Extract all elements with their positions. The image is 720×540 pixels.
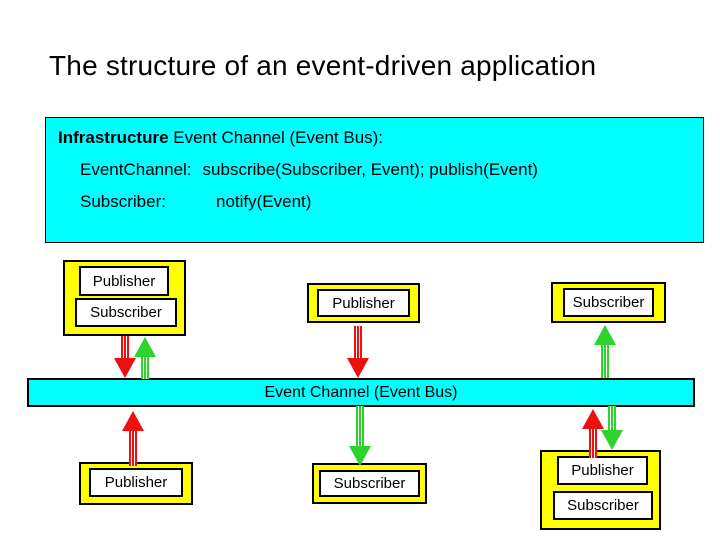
notify-arrow-down-icon <box>349 406 371 466</box>
publish-arrow-up-icon <box>582 409 604 458</box>
arrow-shaft <box>354 326 362 358</box>
node-bottom-right-publisher-label: Publisher <box>557 456 648 485</box>
notify-arrow-up-icon <box>134 337 156 379</box>
arrow-head <box>114 358 136 378</box>
infrastructure-heading-rest: Event Channel (Event Bus): <box>168 128 384 147</box>
publish-arrow-up-icon <box>122 411 144 466</box>
arrow-head <box>582 409 604 429</box>
node-bottom-left: Publisher <box>79 462 193 505</box>
node-top-right-subscriber-label: Subscriber <box>563 288 654 317</box>
subscriber-ops: notify(Event) <box>215 192 312 211</box>
node-top-left: Publisher Subscriber <box>63 260 186 336</box>
arrow-shaft <box>129 431 137 466</box>
event-bus-label: Event Channel (Event Bus) <box>264 383 458 401</box>
arrow-head <box>601 430 623 450</box>
event-bus-bar: Event Channel (Event Bus) <box>27 378 695 407</box>
arrow-head <box>347 358 369 378</box>
node-bottom-middle-subscriber-label: Subscriber <box>319 470 420 497</box>
event-channel-ops: subscribe(Subscriber, Event); publish(Ev… <box>202 160 538 179</box>
arrow-head <box>122 411 144 431</box>
node-top-left-subscriber-label: Subscriber <box>75 298 177 327</box>
page-title: The structure of an event-driven applica… <box>49 50 597 81</box>
arrow-shaft <box>356 406 364 446</box>
subscriber-signature: Subscriber: notify(Event) <box>80 192 691 212</box>
arrow-head <box>349 446 371 466</box>
infrastructure-heading-bold: Infrastructure <box>58 128 169 147</box>
node-top-middle-publisher-label: Publisher <box>317 289 410 317</box>
node-bottom-middle: Subscriber <box>312 463 427 504</box>
infrastructure-heading: Infrastructure Event Channel (Event Bus)… <box>58 128 691 148</box>
subscriber-label: Subscriber: <box>80 192 166 211</box>
arrow-shaft <box>601 345 609 378</box>
node-top-middle: Publisher <box>307 283 420 323</box>
node-top-right: Subscriber <box>551 282 666 323</box>
publish-arrow-down-icon <box>114 336 136 378</box>
node-top-left-publisher-label: Publisher <box>79 266 169 296</box>
arrow-shaft <box>141 357 149 379</box>
event-channel-label: EventChannel: <box>80 160 192 179</box>
arrow-head <box>134 337 156 357</box>
infrastructure-box: Infrastructure Event Channel (Event Bus)… <box>45 117 704 243</box>
arrow-shaft <box>121 336 129 358</box>
arrow-head <box>594 325 616 345</box>
notify-arrow-down-icon <box>601 406 623 450</box>
node-bottom-right: Publisher Subscriber <box>540 450 661 530</box>
event-channel-signature: EventChannel: subscribe(Subscriber, Event… <box>80 160 691 180</box>
arrow-shaft <box>589 429 597 458</box>
node-bottom-left-publisher-label: Publisher <box>89 468 183 497</box>
publish-arrow-down-icon <box>347 326 369 378</box>
notify-arrow-up-icon <box>594 325 616 378</box>
arrow-shaft <box>608 406 616 430</box>
node-bottom-right-subscriber-label: Subscriber <box>553 491 653 520</box>
